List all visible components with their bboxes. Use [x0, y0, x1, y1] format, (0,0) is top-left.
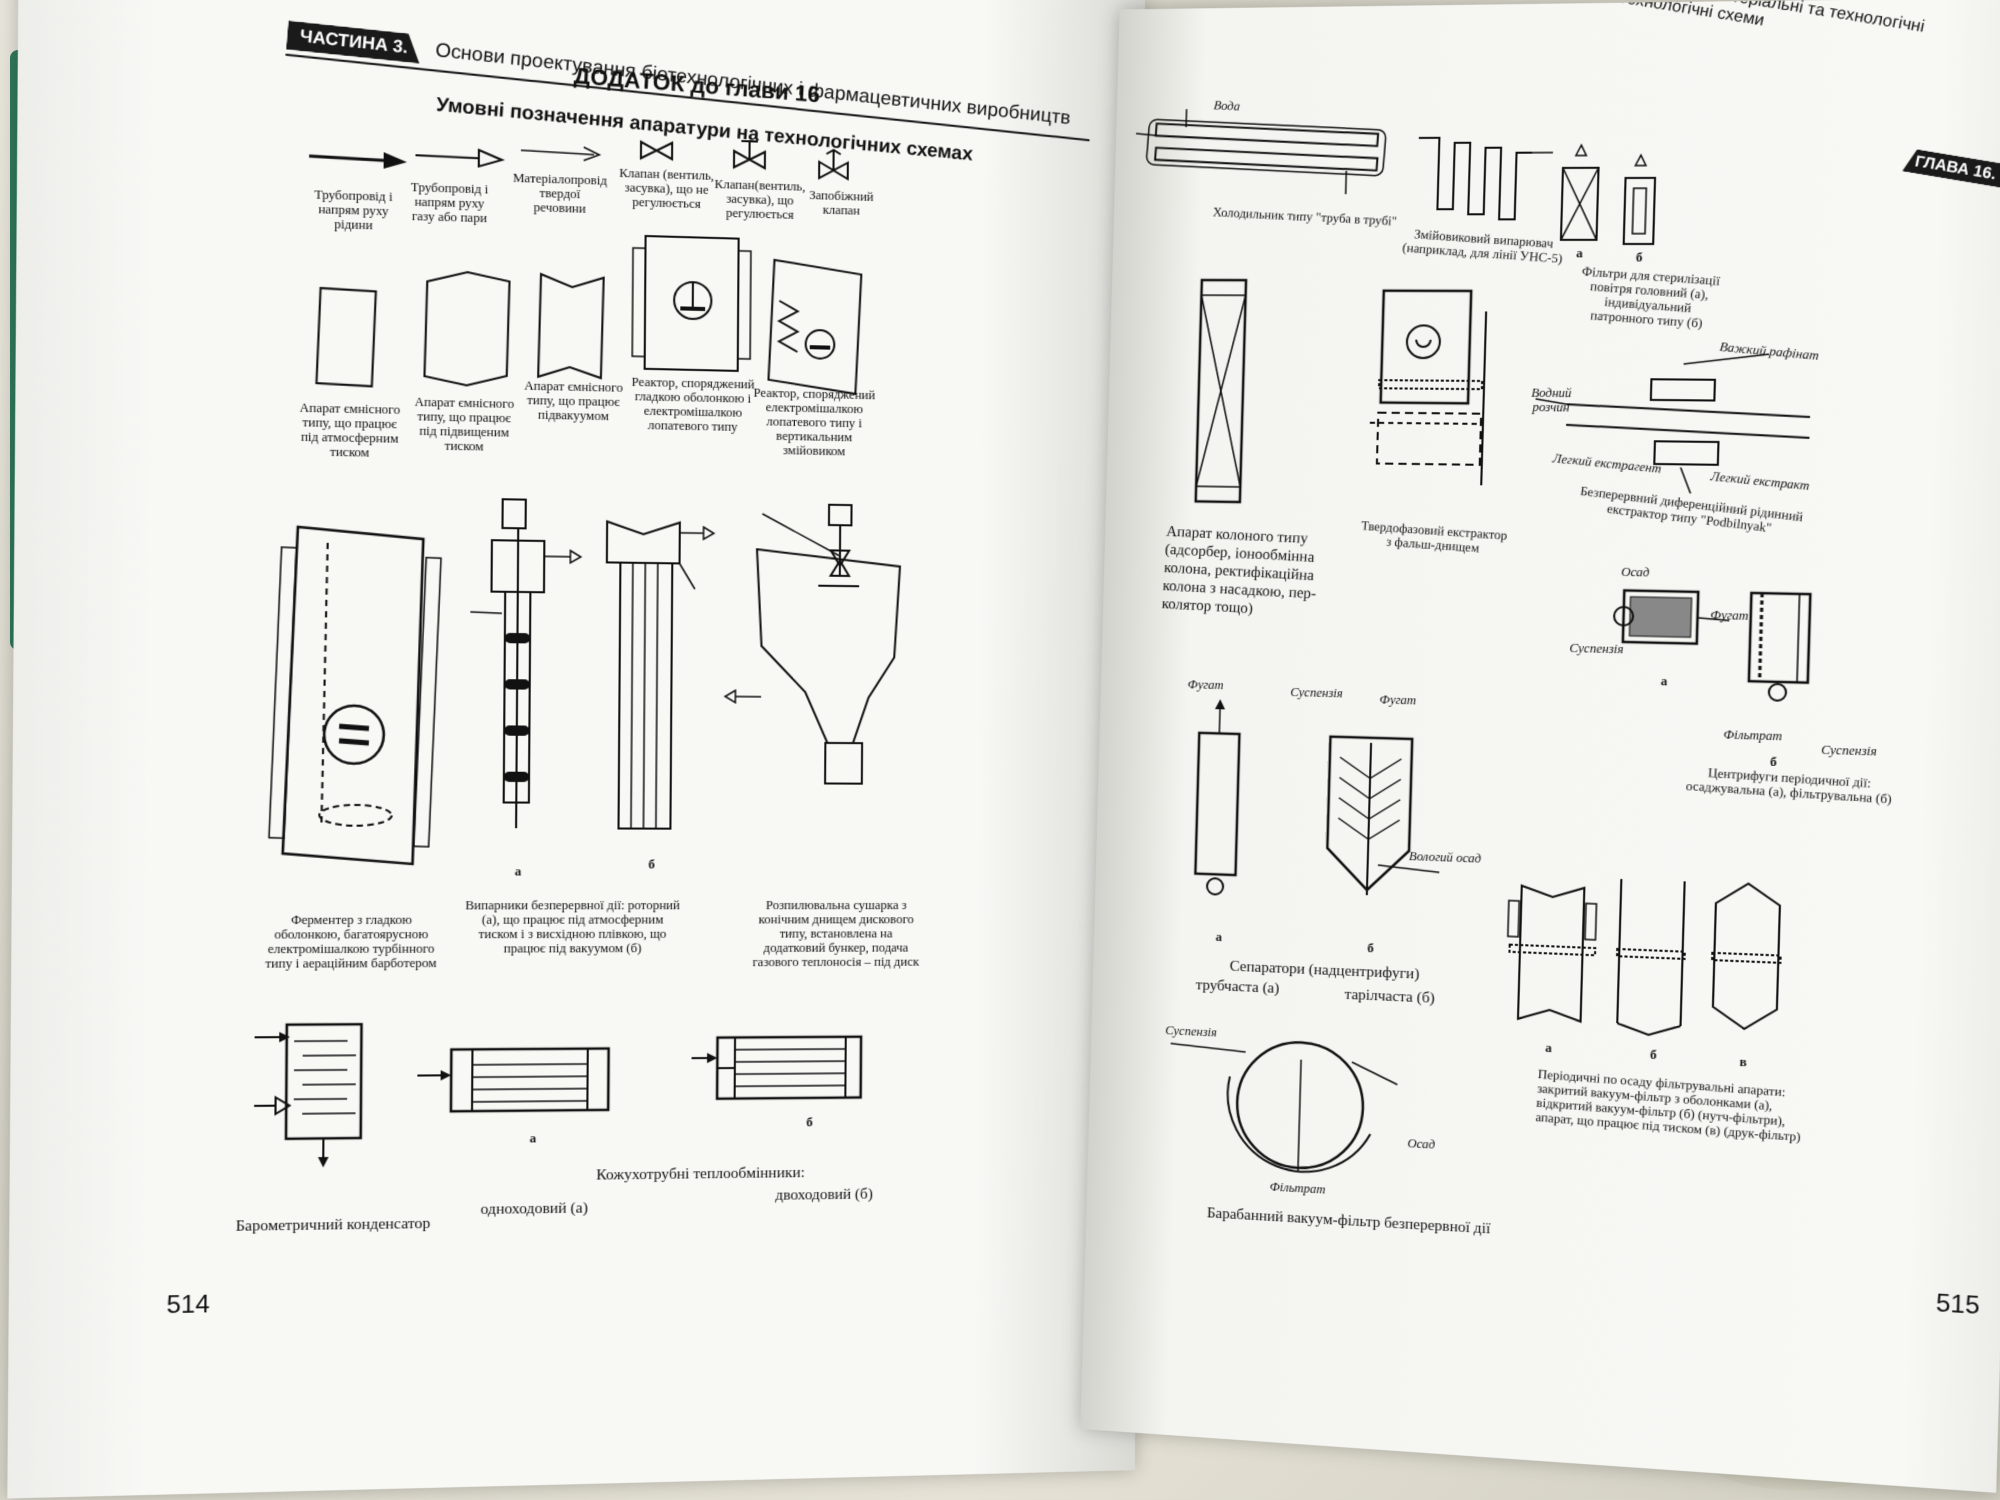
closed-vacuum-filter-shape [1506, 885, 1597, 1022]
centrifuge-suspension-label: Суспензія [1569, 640, 1624, 657]
regulated-valve-symbol [734, 141, 765, 168]
reactor-jacket-shape [632, 236, 751, 372]
batch-filters [1497, 864, 1819, 1052]
vessel-atm-shape [316, 288, 375, 386]
symbol-caption-solid: Матеріалопровід твердої речовини [512, 170, 608, 216]
disc-separator-shape [1326, 737, 1443, 898]
barometric-condenser-shape [254, 1024, 362, 1168]
centrifuges [1590, 559, 1871, 710]
centrifuge-sediment-label: Осад [1621, 564, 1650, 580]
cartridge-filter-b-shape [1624, 155, 1656, 244]
left-page: ЧАСТИНА 3. Основи проектування біотехнол… [7, 0, 1146, 1499]
vessel-pressure-shape [424, 271, 509, 386]
batch-filters-caption: Періодичні по осаду фільтрувальні апарат… [1535, 1066, 1802, 1145]
hx-double-caption: двоходовий (б) [775, 1186, 873, 1204]
column-apparatus-shape [1196, 280, 1246, 502]
part-label: ЧАСТИНА 3. [286, 21, 422, 64]
sterile-filter-a-shape [1561, 145, 1599, 240]
water-label: Вода [1213, 98, 1241, 114]
column-caption: Апарат колоного типу (адсорбер, іонообмі… [1161, 523, 1317, 618]
separator-b-caption: тарілчаста (б) [1344, 986, 1436, 1007]
drum-sediment-label: Осад [1407, 1136, 1436, 1152]
symbol-caption-safety-valve: Запобіжний клапан [809, 187, 874, 218]
vessel-caption-pressure: Апарат ємнісного типу, що працює під під… [414, 394, 515, 454]
separator-fugate-label-b: Фугат [1379, 692, 1417, 708]
centrifuge-filtrate-label: Фільтрат [1723, 727, 1783, 744]
film-evaporator-shape [605, 521, 714, 828]
separator-suspension-label: Суспензія [1290, 684, 1343, 701]
batch-label-b: б [1649, 1047, 1657, 1063]
vessel-caption-reactor-coil: Реактор, споряджений електромішалкою лоп… [753, 385, 876, 459]
tubular-separator-shape [1195, 699, 1241, 896]
batch-label-a: а [1544, 1040, 1552, 1056]
vessel-caption-atm: Апарат ємнісного типу, що працює під атм… [299, 400, 401, 460]
centrifuge-fugate-label: Фугат [1710, 607, 1749, 624]
hx-single-caption: одноходовий (а) [480, 1200, 589, 1219]
evaporator-caption: Випарники безперервної дії: роторний (а)… [465, 898, 680, 956]
coil-evaporator-shape [1417, 137, 1554, 219]
solid-pipe-symbol [521, 145, 600, 161]
separator-label-b: б [1367, 940, 1374, 956]
hx-label-b: б [806, 1115, 813, 1130]
single-pass-exchanger-shape [417, 1048, 609, 1111]
fermenter-shape [269, 526, 441, 864]
page-number-left: 514 [166, 1290, 210, 1320]
valve-symbol [641, 142, 672, 159]
filter-label-a: а [1575, 246, 1583, 261]
evaporator-label-a: а [514, 864, 522, 879]
vessel-vacuum-shape [538, 274, 603, 378]
vessel-caption-vacuum: Апарат ємнісного типу, що працює підваку… [524, 378, 623, 424]
page-number-right: 515 [1935, 1289, 1981, 1321]
reactor-coil-shape [768, 260, 861, 394]
spray-dryer-shape [724, 503, 900, 784]
symbol-caption-regulated-valve: Клапан(вентиль, засувка), що регулюється [714, 176, 806, 222]
separator-a-caption: трубчаста (а) [1195, 977, 1280, 997]
centrifuge-label-b: б [1769, 754, 1777, 770]
separator-label-a: а [1215, 929, 1223, 945]
solid-extractor-shape [1368, 291, 1487, 486]
hx-title: Кожухотрубні теплообмінники: [596, 1164, 805, 1184]
running-header-right: Начальне проектування. Вибір концепції п… [1325, 0, 1995, 67]
centrifuge-suspension-label-b: Суспензія [1820, 742, 1877, 759]
liquid-pipe-symbol [309, 150, 408, 170]
aqueous-solution-label: Водний розчин [1530, 385, 1572, 415]
double-pass-exchanger-shape [691, 1037, 861, 1099]
pressure-filter-shape [1710, 882, 1782, 1030]
centrifuges-caption: Центрифуги періодичної дії: осаджувальна… [1685, 765, 1893, 807]
fermenter-caption: Ферментер з гладкою оболонкою, багатояру… [265, 912, 437, 971]
condenser-caption: Барометричний конденсатор [235, 1215, 431, 1235]
dryer-caption: Розпилювальна сушарка з конічним днищем … [752, 898, 920, 970]
tube-in-tube-cooler-shape [1134, 108, 1387, 195]
right-page: Начальне проектування. Вибір концепції п… [1080, 0, 2000, 1493]
separators [1154, 699, 1465, 935]
separator-fugate-label: Фугат [1187, 677, 1224, 693]
filter-centrifuge-shape [1748, 593, 1810, 701]
vessel-caption-reactor-jacket: Реактор, споряджений гладкою оболонкою і… [631, 374, 755, 435]
centrifuge-label-a: а [1660, 673, 1668, 689]
open-nutsch-filter-shape [1615, 879, 1687, 1036]
condenser-heat-exchangers [9, 1010, 1138, 1168]
gas-pipe-symbol [415, 148, 502, 167]
evaporator-label-b: б [648, 857, 655, 872]
symbols-row [17, 113, 1144, 220]
batch-label-v: в [1739, 1054, 1748, 1070]
safety-valve-symbol [819, 150, 848, 179]
fermenter-evaporator-dryer [12, 481, 1142, 880]
hx-label-a: а [529, 1131, 537, 1146]
rotary-evaporator-shape [469, 499, 581, 829]
